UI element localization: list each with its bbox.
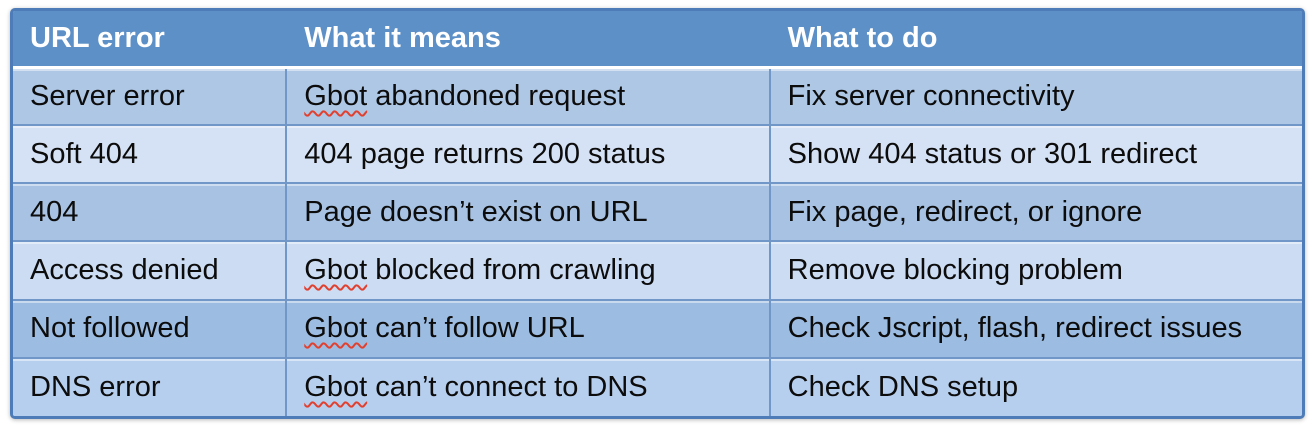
table-row-access-denied: Access denied Gbot blocked from crawling… xyxy=(13,240,1302,300)
spellcheck-flagged-word: Gbot xyxy=(304,370,368,403)
cell-error: Soft 404 xyxy=(13,124,287,184)
cell-meaning: Page doesn’t exist on URL xyxy=(285,182,770,242)
column-header-what-it-means: What it means xyxy=(285,11,770,69)
cell-meaning: Gbot blocked from crawling xyxy=(285,240,770,300)
cell-error: Access denied xyxy=(13,240,287,300)
meaning-text: blocked from crawling xyxy=(367,254,656,287)
spellcheck-flagged-word: Gbot xyxy=(304,79,368,112)
cell-error: Not followed xyxy=(13,298,287,358)
cell-error: DNS error xyxy=(13,356,287,416)
error-reference-table: URL error What it means What to do Serve… xyxy=(13,11,1302,416)
table-row-not-followed: Not followed Gbot can’t follow URL Check… xyxy=(13,298,1302,358)
table-row-404: 404 Page doesn’t exist on URL Fix page, … xyxy=(13,182,1302,242)
table-header: URL error What it means What to do xyxy=(13,11,1302,69)
cell-meaning: Gbot can’t follow URL xyxy=(285,298,770,358)
cell-action: Fix page, redirect, or ignore xyxy=(768,182,1302,242)
cell-error: 404 xyxy=(13,182,287,242)
table-row-dns-error: DNS error Gbot can’t connect to DNS Chec… xyxy=(13,356,1302,416)
spellcheck-flagged-word: Gbot xyxy=(304,312,368,345)
cell-meaning: 404 page returns 200 status xyxy=(285,124,770,184)
url-error-table: URL error What it means What to do Serve… xyxy=(10,8,1305,419)
meaning-text: can’t connect to DNS xyxy=(367,370,648,403)
cell-action: Remove blocking problem xyxy=(768,240,1302,300)
cell-action: Check Jscript, flash, redirect issues xyxy=(768,298,1302,358)
cell-meaning: Gbot abandoned request xyxy=(285,67,770,126)
cell-meaning: Gbot can’t connect to DNS xyxy=(285,356,770,416)
meaning-text: can’t follow URL xyxy=(367,312,585,345)
meaning-text: abandoned request xyxy=(367,79,626,112)
spellcheck-flagged-word: Gbot xyxy=(304,254,368,287)
table-body: Server error Gbot abandoned request Fix … xyxy=(13,67,1302,416)
header-row: URL error What it means What to do xyxy=(13,11,1302,69)
cell-action: Check DNS setup xyxy=(768,356,1302,416)
table-row-soft-404: Soft 404 404 page returns 200 status Sho… xyxy=(13,124,1302,184)
cell-error: Server error xyxy=(13,67,286,125)
column-header-url-error: URL error xyxy=(13,11,287,69)
column-header-what-to-do: What to do xyxy=(768,11,1302,69)
cell-action: Show 404 status or 301 redirect xyxy=(768,124,1302,184)
meaning-text: 404 page returns 200 status xyxy=(304,137,666,170)
cell-action: Fix server connectivity xyxy=(768,67,1302,126)
meaning-text: Page doesn’t exist on URL xyxy=(304,195,648,228)
table-row-server-error: Server error Gbot abandoned request Fix … xyxy=(13,67,1302,126)
